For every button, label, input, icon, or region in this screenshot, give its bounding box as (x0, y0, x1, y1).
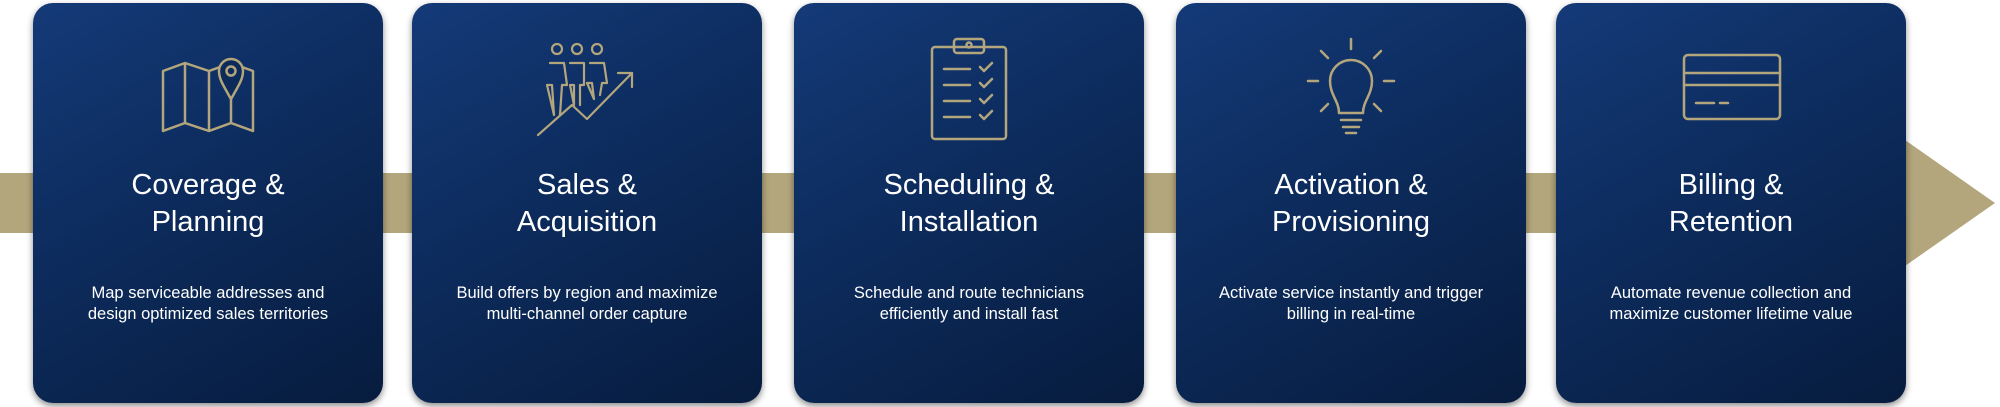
step-description-line: design optimized sales territories (87, 305, 329, 323)
step-title: Billing & Retention (1566, 167, 1896, 241)
step-title-line: Coverage & (131, 169, 285, 201)
step-description: Schedule and route technicians efficient… (816, 283, 1122, 325)
step-description: Automate revenue collection and maximize… (1578, 283, 1884, 325)
step-card-coverage-planning: Coverage & Planning Map serviceable addr… (33, 3, 383, 403)
step-title: Sales & Acquisition (422, 167, 752, 241)
step-title-line: Provisioning (1272, 206, 1430, 238)
clipboard-checklist-icon (794, 33, 1144, 143)
people-growth-icon (412, 33, 762, 143)
credit-card-icon (1556, 33, 1906, 143)
step-title-line: Planning (151, 206, 265, 238)
step-description: Build offers by region and maximize mult… (434, 283, 740, 325)
map-pin-icon (33, 33, 383, 143)
step-title-line: Scheduling & (883, 169, 1055, 201)
step-description-line: Automate revenue collection and (1610, 284, 1852, 302)
step-description: Map serviceable addresses and design opt… (55, 283, 361, 325)
step-description-line: Schedule and route technicians (853, 284, 1085, 302)
lightbulb-icon (1176, 33, 1526, 143)
step-description-line: billing in real-time (1286, 305, 1416, 323)
step-card-sales-acquisition: Sales & Acquisition Build offers by regi… (412, 3, 762, 403)
step-title: Coverage & Planning (43, 167, 373, 241)
step-title-line: Installation (899, 206, 1039, 238)
step-card-scheduling-installation: Scheduling & Installation Schedule and r… (794, 3, 1144, 403)
step-description-line: Build offers by region and maximize (456, 284, 718, 302)
step-description-line: Activate service instantly and trigger (1218, 284, 1484, 302)
step-description-line: Map serviceable addresses and (91, 284, 325, 302)
step-title-line: Acquisition (516, 206, 658, 238)
step-description: Activate service instantly and trigger b… (1198, 283, 1504, 325)
step-title-line: Activation & (1274, 169, 1428, 201)
step-card-billing-retention: Billing & Retention Automate revenue col… (1556, 3, 1906, 403)
step-description-line: maximize customer lifetime value (1609, 305, 1853, 323)
process-arrow-head (1905, 140, 1995, 266)
step-card-activation-provisioning: Activation & Provisioning Activate servi… (1176, 3, 1526, 403)
step-title: Scheduling & Installation (804, 167, 1134, 241)
step-title-line: Billing & (1678, 169, 1784, 201)
step-title-line: Sales & (537, 169, 637, 201)
step-title-line: Retention (1668, 206, 1794, 238)
step-description-line: multi-channel order capture (486, 305, 688, 323)
step-title: Activation & Provisioning (1186, 167, 1516, 241)
step-description-line: efficiently and install fast (879, 305, 1059, 323)
